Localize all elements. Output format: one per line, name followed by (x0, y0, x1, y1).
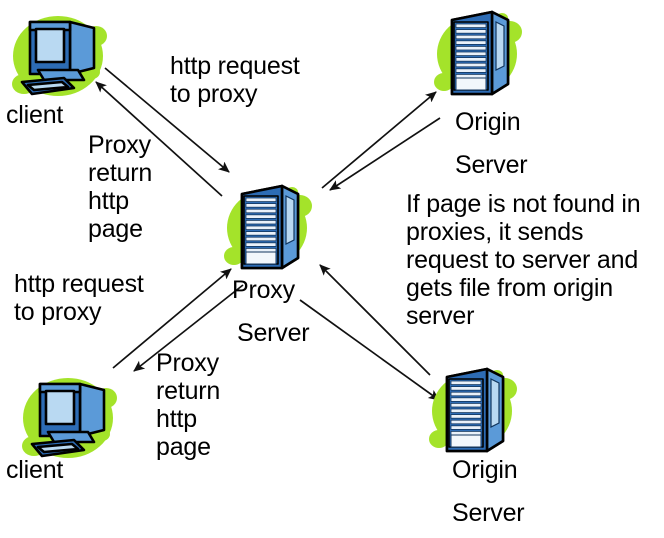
arrow-proxy-to-client-bottom (133, 284, 244, 372)
node-client-top[interactable] (8, 6, 112, 102)
node-label-client-bottom: client (6, 456, 64, 484)
edge-label-http-request-to-proxy-top: http request to proxy (170, 52, 300, 108)
desktop-computer-icon (12, 16, 107, 96)
node-proxy-server[interactable] (220, 180, 316, 280)
node-origin-server-top[interactable] (430, 6, 526, 106)
server-rack-icon (434, 10, 522, 96)
node-origin-server-bottom[interactable] (425, 363, 521, 463)
arrow-proxy-to-origin-bottom (299, 299, 440, 401)
edge-label-http-request-to-proxy-bottom: http request to proxy (14, 270, 144, 326)
node-label-origin-server-bottom: Origin (452, 456, 518, 484)
note-origin-fetch-note: If page is not found in proxies, it send… (406, 190, 641, 330)
server-rack-icon (429, 367, 517, 453)
server-rack-icon (224, 184, 312, 270)
node-label2-origin-server-bottom: Server (452, 499, 525, 527)
arrow-proxy-to-origin-top (321, 91, 437, 189)
edge-label-proxy-return-http-page-top: Proxy return http page (88, 131, 153, 243)
edge-label-proxy-return-http-page-bottom: Proxy return http page (156, 349, 221, 461)
node-label-client-top: client (6, 101, 64, 129)
node-label-proxy-server: Proxy (232, 276, 295, 304)
arrow-origin-bottom-to-proxy (319, 264, 431, 376)
arrow-origin-top-to-proxy (329, 117, 441, 191)
desktop-computer-icon (22, 378, 117, 458)
node-label-origin-server-top: Origin (455, 108, 521, 136)
arrow-proxy-to-client-top (95, 81, 223, 197)
arrow-client-bottom-to-proxy (112, 268, 232, 369)
node-client-bottom[interactable] (18, 368, 122, 464)
node-label2-proxy-server: Server (237, 319, 310, 347)
node-label2-origin-server-top: Server (455, 151, 528, 179)
arrow-client-top-to-proxy (104, 67, 230, 173)
